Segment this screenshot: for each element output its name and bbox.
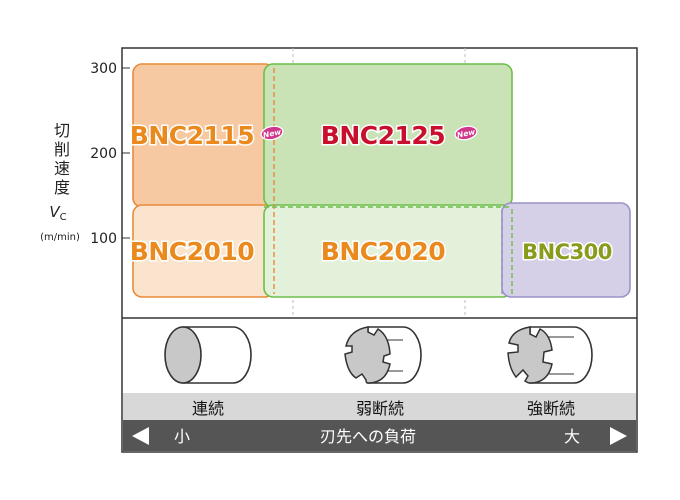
y-tick-label-100: 100 [90, 231, 117, 247]
workpiece-heavy-interrupted-icon [507, 326, 593, 384]
y-label-char: 切 [54, 121, 70, 140]
new-badge: New [260, 125, 284, 141]
new-badge-shape [454, 125, 478, 141]
y-label-char: 削 [54, 140, 70, 159]
y-tick-label-200: 200 [90, 146, 117, 162]
load-bar [123, 420, 636, 451]
arrow-left-icon [132, 427, 149, 445]
load-bar-right-label: 大 [564, 427, 580, 446]
y-label-symbol: VC [49, 203, 66, 223]
grade-label-bnc2010: BNC2010 [130, 237, 255, 266]
workpiece-label-strip [123, 393, 636, 420]
y-label-char: 度 [54, 178, 70, 197]
workpiece-label-light-interrupted: 弱断続 [356, 399, 404, 418]
grade-labels: BNC2115 BNC2125 BNC2010 BNC2020 BNC300 N… [128, 120, 614, 268]
new-badge-text: New [456, 127, 476, 140]
workpiece-continuous-icon [164, 326, 252, 384]
y-tick-label-300: 300 [90, 61, 117, 77]
y-label-unit: (m/min) [40, 232, 80, 243]
y-axis: 300 200 100 [90, 61, 130, 247]
y-axis-label: 切 削 速 度 VC (m/min) [40, 121, 80, 243]
load-bar-left-label: 小 [174, 427, 190, 446]
grade-regions [132, 63, 631, 298]
new-badge-shape [260, 125, 284, 141]
new-badge-text: New [262, 127, 282, 140]
grade-label-bnc2115: BNC2115 [130, 121, 254, 150]
workpiece-label-continuous: 連続 [192, 399, 224, 418]
grade-label-bnc2125: BNC2125 [321, 121, 445, 150]
load-bar-center-label: 刃先への負荷 [320, 427, 416, 446]
arrow-right-icon [610, 427, 627, 445]
new-badge: New [454, 125, 478, 141]
workpiece-label-heavy-interrupted: 強断続 [527, 399, 575, 418]
y-label-char: 速 [54, 159, 70, 178]
grade-label-bnc2020: BNC2020 [321, 237, 446, 266]
grade-label-bnc300: BNC300 [522, 240, 612, 264]
workpiece-light-interrupted-icon [344, 326, 422, 384]
